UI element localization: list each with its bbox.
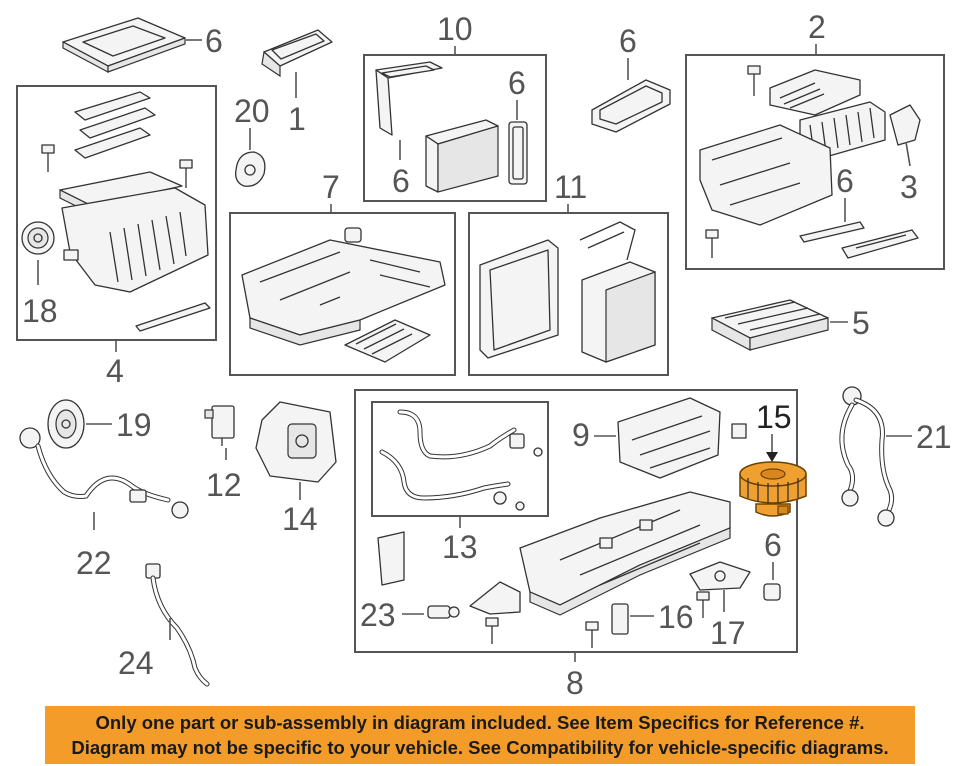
part-pulley-19 xyxy=(47,399,85,449)
disclaimer-banner: Only one part or sub-assembly in diagram… xyxy=(45,706,915,764)
part-seal-2 xyxy=(799,221,919,259)
part-case-lower-7 xyxy=(241,227,446,363)
callout-14: 14 xyxy=(282,501,318,537)
banner-line-2: Diagram may not be specific to your vehi… xyxy=(71,737,889,758)
part-screw-8c xyxy=(696,591,710,618)
callout-8: 8 xyxy=(566,665,584,701)
group-box-13 xyxy=(371,401,549,517)
part-blower-case-2 xyxy=(699,69,921,226)
part-gasket-10 xyxy=(375,61,443,136)
callout-2: 2 xyxy=(808,9,826,45)
callout-19: 19 xyxy=(116,407,152,443)
part-harness-21 xyxy=(839,386,895,527)
part-screw-4b xyxy=(179,159,193,188)
callout-23: 23 xyxy=(360,597,396,633)
callout-13: 13 xyxy=(442,529,478,565)
part-seal-10 xyxy=(508,121,528,185)
part-seal-8 xyxy=(377,531,405,586)
group-box-8 xyxy=(354,389,798,653)
part-case-lower-8 xyxy=(519,491,731,616)
callout-6d: 6 xyxy=(619,23,637,59)
callout-7: 7 xyxy=(322,169,340,205)
callout-20: 20 xyxy=(234,93,270,129)
part-screw-2a xyxy=(747,65,761,96)
part-harness-22 xyxy=(19,427,189,519)
callout-24: 24 xyxy=(118,645,154,681)
part-case-9 xyxy=(617,397,747,479)
part-sensor-12 xyxy=(204,405,235,446)
callout-21: 21 xyxy=(916,419,952,455)
callout-11: 11 xyxy=(554,169,587,205)
part-actuator-20 xyxy=(235,151,266,187)
part-screw-8a xyxy=(485,617,499,644)
part-bracket-8 xyxy=(469,581,521,615)
callout-5: 5 xyxy=(852,305,870,341)
callout-18: 18 xyxy=(22,293,58,329)
part-actuator-17 xyxy=(689,561,751,591)
callout-9: 9 xyxy=(572,417,590,453)
group-box-2 xyxy=(685,54,945,270)
callout-22: 22 xyxy=(76,545,112,581)
callout-15: 15 xyxy=(756,399,792,435)
part-pipes-13 xyxy=(379,409,543,511)
part-clip-6 xyxy=(763,583,781,601)
callout-6f: 6 xyxy=(764,527,782,563)
callout-6c: 6 xyxy=(508,65,526,101)
part-hose-24 xyxy=(145,563,210,687)
callout-10: 10 xyxy=(437,11,473,47)
part-screw-8b xyxy=(585,621,599,648)
part-sensor-23 xyxy=(427,605,460,619)
part-duct-1 xyxy=(261,29,333,78)
part-gasket-6-top xyxy=(591,79,671,133)
callout-1: 1 xyxy=(288,101,306,137)
callout-12: 12 xyxy=(206,467,242,503)
part-screw-2b xyxy=(705,229,719,258)
part-actuator-14 xyxy=(255,401,337,483)
part-heater-core-10 xyxy=(425,119,499,193)
callout-16: 16 xyxy=(658,599,694,635)
callout-6b: 6 xyxy=(392,163,410,199)
part-blower-motor-15-highlighted xyxy=(739,461,807,517)
part-hvac-case-4 xyxy=(59,91,211,332)
callout-3: 3 xyxy=(900,169,918,205)
callout-17: 17 xyxy=(710,615,746,651)
group-box-7 xyxy=(229,212,456,376)
part-evaporator-11 xyxy=(479,221,656,363)
part-filter-6-topleft xyxy=(62,17,186,73)
callout-6e: 6 xyxy=(836,163,854,199)
part-sensor-16 xyxy=(611,603,629,635)
part-screw-4a xyxy=(41,144,55,172)
callout-6: 6 xyxy=(205,23,223,59)
part-pulley-18 xyxy=(21,221,79,261)
part-cabin-filter-5 xyxy=(711,299,829,351)
banner-line-1: Only one part or sub-assembly in diagram… xyxy=(95,712,865,733)
callout-4: 4 xyxy=(106,353,124,389)
